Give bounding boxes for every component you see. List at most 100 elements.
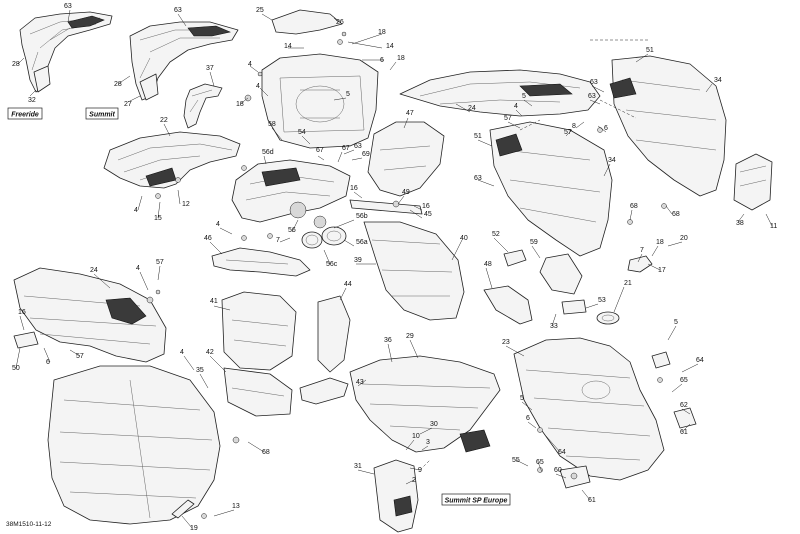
callout-14: 14	[386, 43, 394, 50]
leader-line	[137, 195, 143, 211]
callout-18: 18	[236, 101, 244, 108]
callout-48: 48	[484, 261, 492, 268]
leader-line	[29, 89, 37, 97]
leader-line	[613, 286, 625, 313]
leader-line	[247, 441, 265, 453]
callout-67: 67	[316, 147, 324, 154]
leader-line	[493, 237, 509, 253]
leader-line	[387, 343, 393, 363]
variant-label-summit-sp-europe: Summit SP Europe	[441, 493, 511, 506]
callout-40: 40	[460, 235, 468, 242]
bracket-37	[183, 83, 223, 129]
callout-28: 28	[114, 81, 122, 88]
callout-47: 47	[406, 110, 414, 117]
leader-line	[339, 287, 347, 301]
callout-63: 63	[174, 7, 182, 14]
callout-20: 20	[680, 235, 688, 242]
dash-panel-22	[103, 131, 241, 189]
panels-41-42	[221, 291, 297, 417]
callout-54: 54	[298, 129, 306, 136]
callout-6: 6	[526, 415, 530, 422]
leader-line	[19, 315, 25, 331]
leader-line	[551, 313, 557, 327]
leader-line	[589, 99, 601, 105]
leader-line	[157, 201, 161, 219]
leader-line	[357, 469, 375, 475]
callout-69: 69	[362, 151, 370, 158]
callout-34: 34	[608, 157, 616, 164]
callout-68: 68	[262, 449, 270, 456]
leader-line	[667, 325, 677, 341]
callout-56: 56	[288, 227, 296, 234]
leader-line	[665, 205, 673, 215]
leader-line	[157, 265, 161, 281]
leader-line	[317, 155, 325, 161]
leader-line	[419, 427, 433, 435]
callout-24: 24	[90, 267, 98, 274]
leader-line	[263, 155, 267, 165]
leader-line	[351, 157, 363, 161]
callout-51: 51	[646, 47, 654, 54]
callout-26: 26	[336, 19, 344, 26]
callout-60: 60	[554, 467, 562, 474]
bumper-31	[373, 459, 419, 533]
callout-65: 65	[680, 377, 688, 384]
side-panel-51-34-top	[609, 55, 727, 197]
leader-line	[397, 195, 405, 205]
leader-line	[681, 423, 691, 433]
callout-18: 18	[378, 29, 386, 36]
freeride-front-panel	[19, 11, 113, 93]
small-parts-55-62	[651, 351, 697, 429]
callout-4: 4	[514, 103, 518, 110]
callout-64: 64	[696, 357, 704, 364]
callout-5: 5	[520, 395, 524, 402]
callout-63: 63	[474, 175, 482, 182]
callout-16: 16	[422, 203, 430, 210]
leader-line	[477, 139, 493, 147]
callout-33: 33	[550, 323, 558, 330]
leader-line	[575, 121, 585, 129]
callout-24: 24	[468, 105, 476, 112]
leader-line	[43, 347, 51, 363]
leader-line	[651, 245, 659, 257]
callout-11: 11	[770, 223, 777, 230]
leader-line	[523, 99, 533, 107]
callout-31: 31	[354, 463, 362, 470]
leader-line	[389, 61, 397, 71]
leader-line	[485, 267, 493, 289]
callout-7: 7	[640, 247, 644, 254]
callout-32: 32	[28, 97, 36, 104]
cap-21	[596, 311, 620, 325]
callout-68: 68	[630, 203, 638, 210]
summit-sp-europe-label: Summit SP Europe	[445, 498, 508, 505]
callout-4: 4	[256, 83, 260, 90]
callout-39: 39	[354, 257, 362, 264]
leader-line	[591, 85, 605, 93]
callout-7: 7	[276, 237, 280, 244]
callout-10: 10	[412, 433, 420, 440]
hardware	[146, 31, 667, 519]
leader-line	[357, 379, 367, 387]
panels-43-44	[299, 295, 351, 405]
leader-line	[537, 461, 543, 473]
leader-line	[127, 95, 141, 103]
callout-57: 57	[76, 353, 84, 360]
leader-line	[681, 408, 691, 415]
callout-62: 62	[680, 402, 688, 409]
callout-21: 21	[624, 280, 632, 287]
leader-line	[409, 209, 423, 219]
leader-line	[635, 53, 649, 63]
callout-63: 63	[590, 79, 598, 86]
summit-front-panel	[129, 21, 239, 101]
callout-13: 13	[232, 503, 240, 510]
leader-line	[705, 83, 713, 93]
leader-line	[603, 163, 611, 177]
callout-5: 5	[522, 93, 526, 100]
summit-label: Summit	[89, 112, 115, 119]
callout-4: 4	[248, 61, 252, 68]
callout-23: 23	[502, 339, 510, 346]
callout-45: 45	[424, 211, 432, 218]
leader-line	[629, 209, 633, 221]
callout-6: 6	[604, 125, 608, 132]
callout-63: 63	[64, 3, 72, 10]
